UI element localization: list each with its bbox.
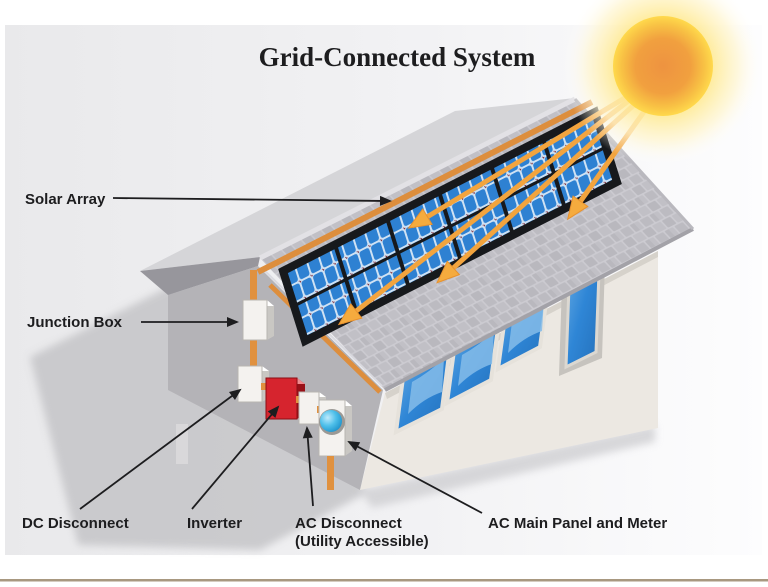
conduit-meter-down (327, 456, 334, 490)
leader-solar-array (112, 195, 392, 206)
back-roof (140, 98, 575, 271)
conduit-roof-to-junction (250, 270, 257, 304)
label-ac-main-panel: AC Main Panel and Meter (488, 515, 667, 532)
label-ac-disconnect-line2: (Utility Accessible) (295, 533, 429, 550)
label-inverter: Inverter (187, 515, 242, 532)
rake-conduit (268, 283, 382, 394)
leader-dc-disconnect (79, 388, 242, 510)
label-solar-array: Solar Array (25, 191, 106, 208)
junction-box (242, 299, 274, 341)
conduit-junction-to-dc (250, 336, 257, 368)
bottom-rule (0, 579, 768, 582)
label-ac-disconnect-line1: AC Disconnect (295, 515, 402, 532)
meter-glass (320, 410, 342, 432)
label-junction-box: Junction Box (27, 314, 123, 331)
diagram-title: Grid-Connected System (259, 42, 536, 72)
ac-main-panel-meter (318, 399, 352, 457)
sun-icon (563, 0, 763, 166)
leader-inverter (191, 405, 280, 510)
array-conduit (256, 99, 594, 275)
label-dc-disconnect: DC Disconnect (22, 515, 129, 532)
ridge-cap (258, 96, 577, 261)
eave-fascia (384, 227, 694, 392)
leader-lines (79, 195, 483, 514)
solar-array (256, 99, 622, 347)
leader-ac-main-panel (347, 441, 483, 514)
array-mid-rail (293, 145, 607, 308)
leader-ac-disconnect (302, 426, 314, 507)
roof-underside (140, 257, 260, 295)
wall-trim-box (176, 424, 188, 464)
